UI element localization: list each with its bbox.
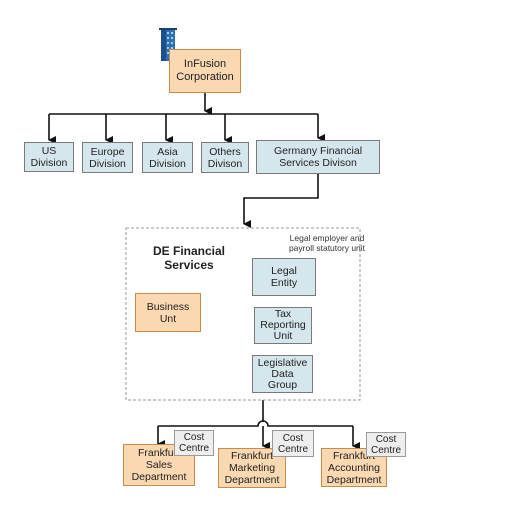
- corporation-label: InFusion Corporation: [176, 58, 234, 83]
- department-label-sales: Frankfurt Sales Department: [131, 447, 187, 483]
- cost-centre-label-accounting: Cost Centre: [370, 433, 401, 456]
- group-note: Legal employer and payroll statutory uni…: [288, 233, 366, 253]
- department-label-marketing: Frankfurt Marketing Department: [224, 450, 280, 486]
- cost-centre-label-marketing: Cost Centre: [277, 432, 308, 455]
- cost-centre-box-accounting: Cost Centre: [366, 432, 406, 457]
- tax-reporting-unit-box: Tax Reporting Unit: [254, 307, 312, 344]
- business-unit-label: Business Unt: [146, 300, 190, 325]
- division-box-us: US Division: [24, 142, 74, 172]
- division-box-germany: Germany Financial Services Divison: [256, 140, 380, 174]
- corporation-box: InFusion Corporation: [169, 49, 241, 93]
- division-label-germany: Germany Financial Services Divison: [273, 145, 363, 169]
- legislative-data-group-label: Legislative Data Group: [257, 356, 308, 391]
- department-label-accounting: Frankfurt Accounting Department: [326, 449, 382, 486]
- cost-centre-label-sales: Cost Centre: [178, 432, 209, 454]
- division-label-asia: Asia Division: [149, 145, 186, 170]
- division-box-asia: Asia Division: [142, 142, 193, 173]
- legal-entity-label: Legal Entity: [270, 265, 298, 289]
- cost-centre-box-sales: Cost Centre: [174, 430, 214, 456]
- group-title: DE Financial Services: [152, 244, 226, 272]
- tax-reporting-unit-label: Tax Reporting Unit: [260, 308, 306, 342]
- cost-centre-box-marketing: Cost Centre: [272, 430, 314, 457]
- division-box-europe: Europe Division: [82, 142, 133, 173]
- legislative-data-group-box: Legislative Data Group: [252, 355, 313, 393]
- division-label-europe: Europe Division: [89, 145, 126, 170]
- group-boundary: [125, 227, 361, 401]
- division-box-others: Others Divison: [201, 142, 249, 173]
- division-label-others: Others Divison: [207, 145, 243, 170]
- business-unit-box: Business Unt: [135, 293, 201, 332]
- division-label-us: US Division: [30, 145, 68, 169]
- legal-entity-box: Legal Entity: [252, 258, 316, 296]
